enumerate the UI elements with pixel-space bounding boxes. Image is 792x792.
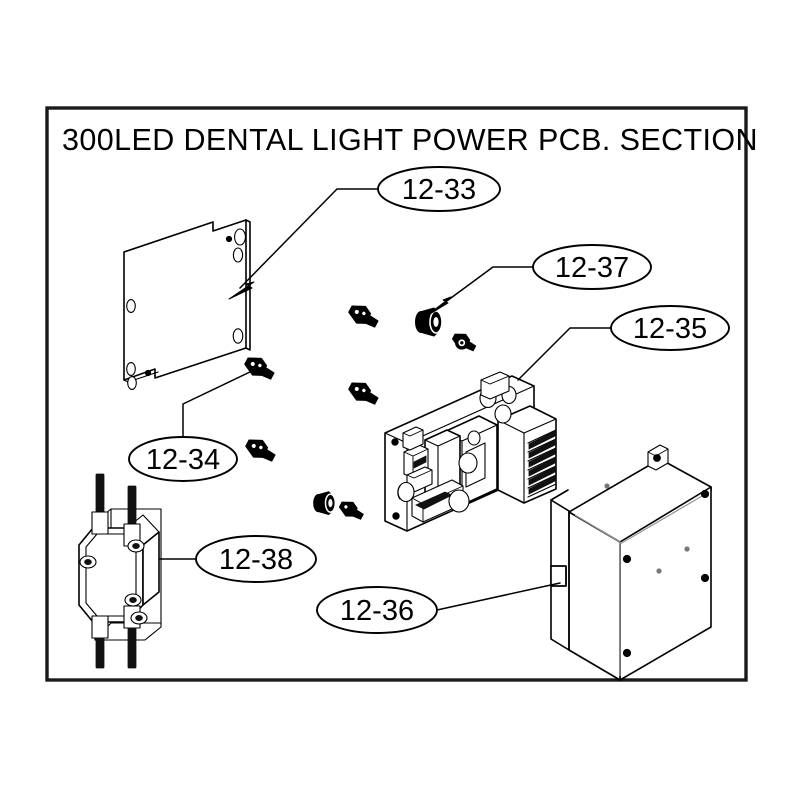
callout-label: 12-38 [219,544,293,576]
leader-12-37 [435,266,534,310]
terminal-bracket [78,473,162,669]
drawing-border [45,106,748,682]
component-cluster [402,426,433,493]
screw [245,439,276,462]
page-title: 300LED DENTAL LIGHT POWER PCB. SECTION [62,123,758,157]
heat-sink [497,405,557,504]
screw [348,382,379,405]
callout-12-34[interactable]: 12-34 [128,436,238,482]
screw-group [244,305,477,520]
nut [455,336,469,350]
leader-lines [159,188,612,611]
spacer-standoff [415,307,443,337]
leader-12-35 [517,327,612,381]
spacer-standoff [313,491,337,516]
callout-12-33[interactable]: 12-33 [377,166,501,212]
power-pcb [384,371,557,532]
callout-label: 12-34 [146,444,220,476]
callout-label: 12-33 [402,174,476,206]
arrowhead-12-37 [424,296,452,318]
leader-12-33 [239,188,379,289]
spacer-standoff-group [313,307,469,516]
callout-label: 12-35 [633,313,707,345]
callout-12-38[interactable]: 12-38 [195,535,317,583]
screw [348,305,379,328]
callout-12-35[interactable]: 12-35 [610,305,730,351]
callout-12-37[interactable]: 12-37 [532,244,652,290]
cover-housing [550,444,712,681]
leader-12-36 [436,582,561,611]
mounting-plate [123,219,251,390]
callout-label: 12-36 [340,595,414,627]
callout-label: 12-37 [555,252,629,284]
callout-12-36[interactable]: 12-36 [316,586,438,634]
leader-12-34 [182,370,253,438]
screw [338,501,364,520]
arrowhead-12-33 [228,281,255,300]
screw [244,357,275,380]
